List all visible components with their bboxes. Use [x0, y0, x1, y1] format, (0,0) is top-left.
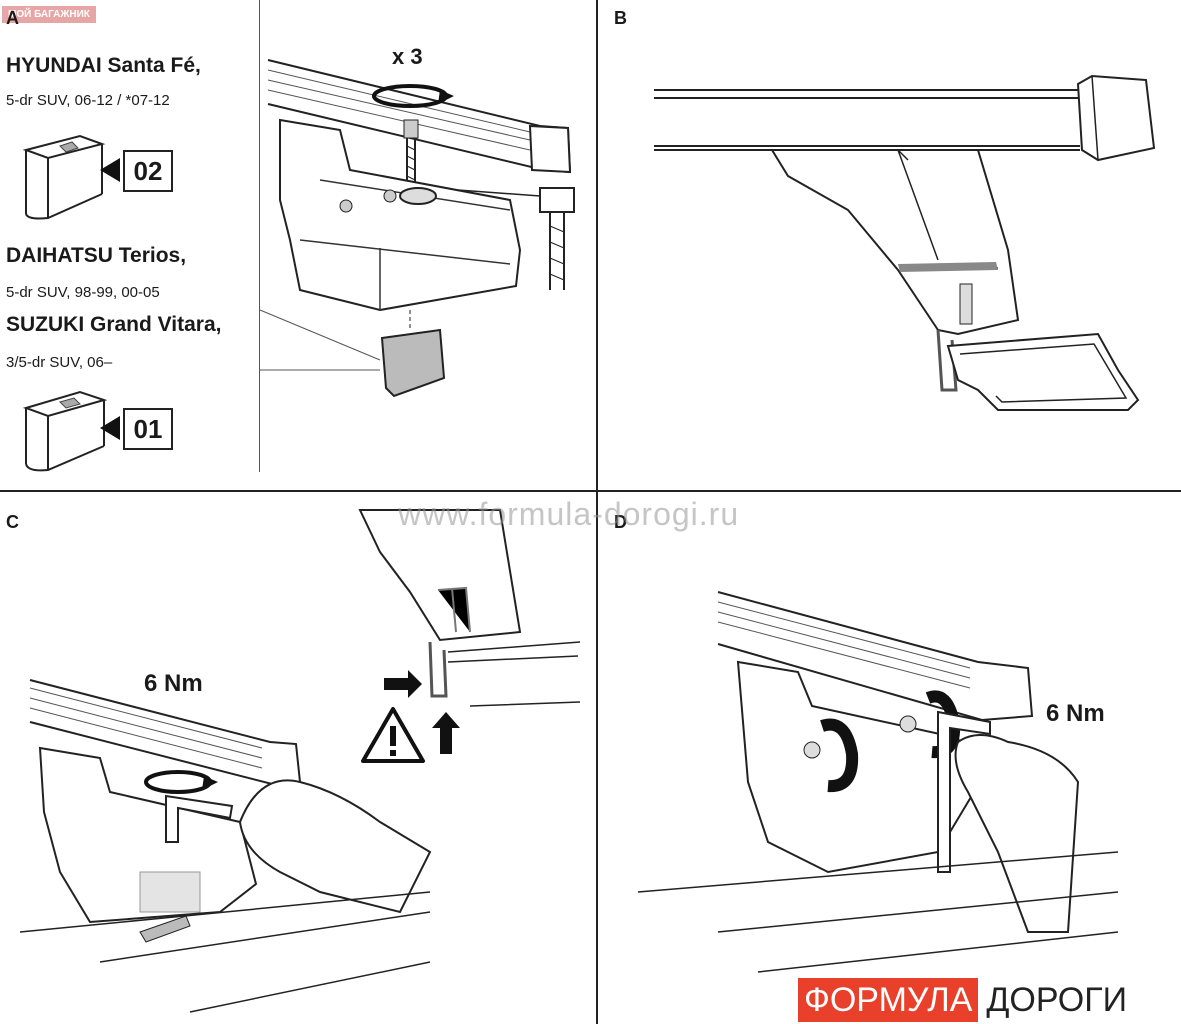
- car-sub-suzuki: 3/5-dr SUV, 06–: [6, 354, 113, 371]
- panel-a-letter: A: [6, 8, 19, 28]
- panel-divider-vertical: [596, 0, 598, 1024]
- car-sub-daihatsu: 5-dr SUV, 98-99, 00-05: [6, 284, 160, 301]
- panel-divider-horizontal: [0, 490, 1181, 492]
- repeat-count-label: x 3: [392, 44, 423, 69]
- part-number-01: 01: [123, 408, 173, 450]
- car-title-suzuki: SUZUKI Grand Vitara,: [6, 313, 222, 336]
- panel-d-torque-label: 6 Nm: [1046, 700, 1105, 727]
- car-sub-hyundai: 5-dr SUV, 06-12 / *07-12: [6, 92, 170, 109]
- panel-d-tightening-illustration: [637, 591, 1119, 973]
- bracket-02-illustration: [22, 134, 106, 220]
- logo-red-part: ФОРМУЛА: [798, 978, 979, 1022]
- part-number-02: 02: [123, 150, 173, 192]
- brand-tag: МОЙ БАГАЖНИК: [2, 6, 96, 23]
- car-title-daihatsu: DAIHATSU Terios,: [6, 244, 187, 267]
- panel-c-torque-label: 6 Nm: [144, 670, 203, 697]
- part-01-arrow-icon: [100, 416, 120, 440]
- panel-b-letter: B: [614, 8, 627, 28]
- logo-black-part: ДОРОГИ: [986, 981, 1128, 1019]
- panel-c-tightening-illustration: [19, 509, 581, 1013]
- panel-a-inner-divider: [259, 0, 260, 472]
- panel-c-letter: C: [6, 512, 19, 532]
- warning-icon: [361, 707, 425, 763]
- watermark-url: www.formula-dorogi.ru: [398, 496, 740, 532]
- car-title-hyundai: HYUNDAI Santa Fé,: [6, 54, 201, 77]
- panel-b-cross-section: [654, 74, 1156, 411]
- bracket-01-illustration: [22, 390, 108, 472]
- brand-logo: ФОРМУЛА ДОРОГИ: [798, 978, 1127, 1022]
- part-02-arrow-icon: [100, 158, 120, 182]
- panel-d-letter: D: [614, 512, 627, 532]
- panel-a-foot-assembly: [259, 59, 575, 398]
